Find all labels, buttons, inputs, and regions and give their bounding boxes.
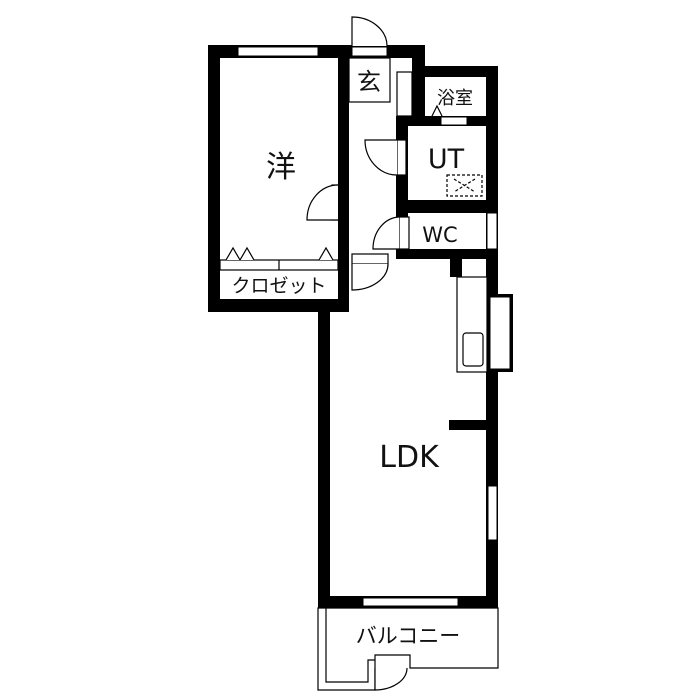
- bath-step-icon: [431, 104, 443, 117]
- entrance-floor: [348, 57, 391, 103]
- windows: [237, 46, 511, 607]
- window-western: [237, 46, 319, 57]
- window-balcony: [362, 597, 459, 607]
- bath-door: [440, 116, 468, 126]
- entrance-door: [351, 16, 388, 47]
- wc-door: [372, 216, 400, 250]
- label-closet: クロゼット: [231, 275, 326, 297]
- room-labels: 洋 クロゼット 玄 浴室 UT WC LDK バルコニー: [231, 68, 473, 648]
- window-ldk-side: [487, 485, 498, 541]
- ldk-door: [351, 263, 389, 291]
- western-room-door: [306, 184, 339, 221]
- entrance-opening: [351, 46, 388, 57]
- ut-door: [364, 139, 398, 176]
- label-ldk: LDK: [379, 440, 440, 475]
- balcony-outline: [317, 607, 499, 691]
- sink-icon: [462, 332, 484, 367]
- wc-window: [486, 212, 498, 250]
- shoe-cabinet: [396, 71, 413, 117]
- label-bathroom: 浴室: [437, 88, 473, 109]
- label-entrance: 玄: [357, 68, 381, 96]
- fixtures: [219, 57, 499, 691]
- label-utility: UT: [428, 144, 465, 175]
- balcony-door: [374, 667, 408, 691]
- label-toilet: WC: [422, 223, 457, 247]
- doors: [306, 16, 410, 691]
- label-western-room: 洋: [266, 150, 296, 185]
- window-kitchen: [489, 296, 511, 370]
- label-balcony: バルコニー: [356, 624, 461, 648]
